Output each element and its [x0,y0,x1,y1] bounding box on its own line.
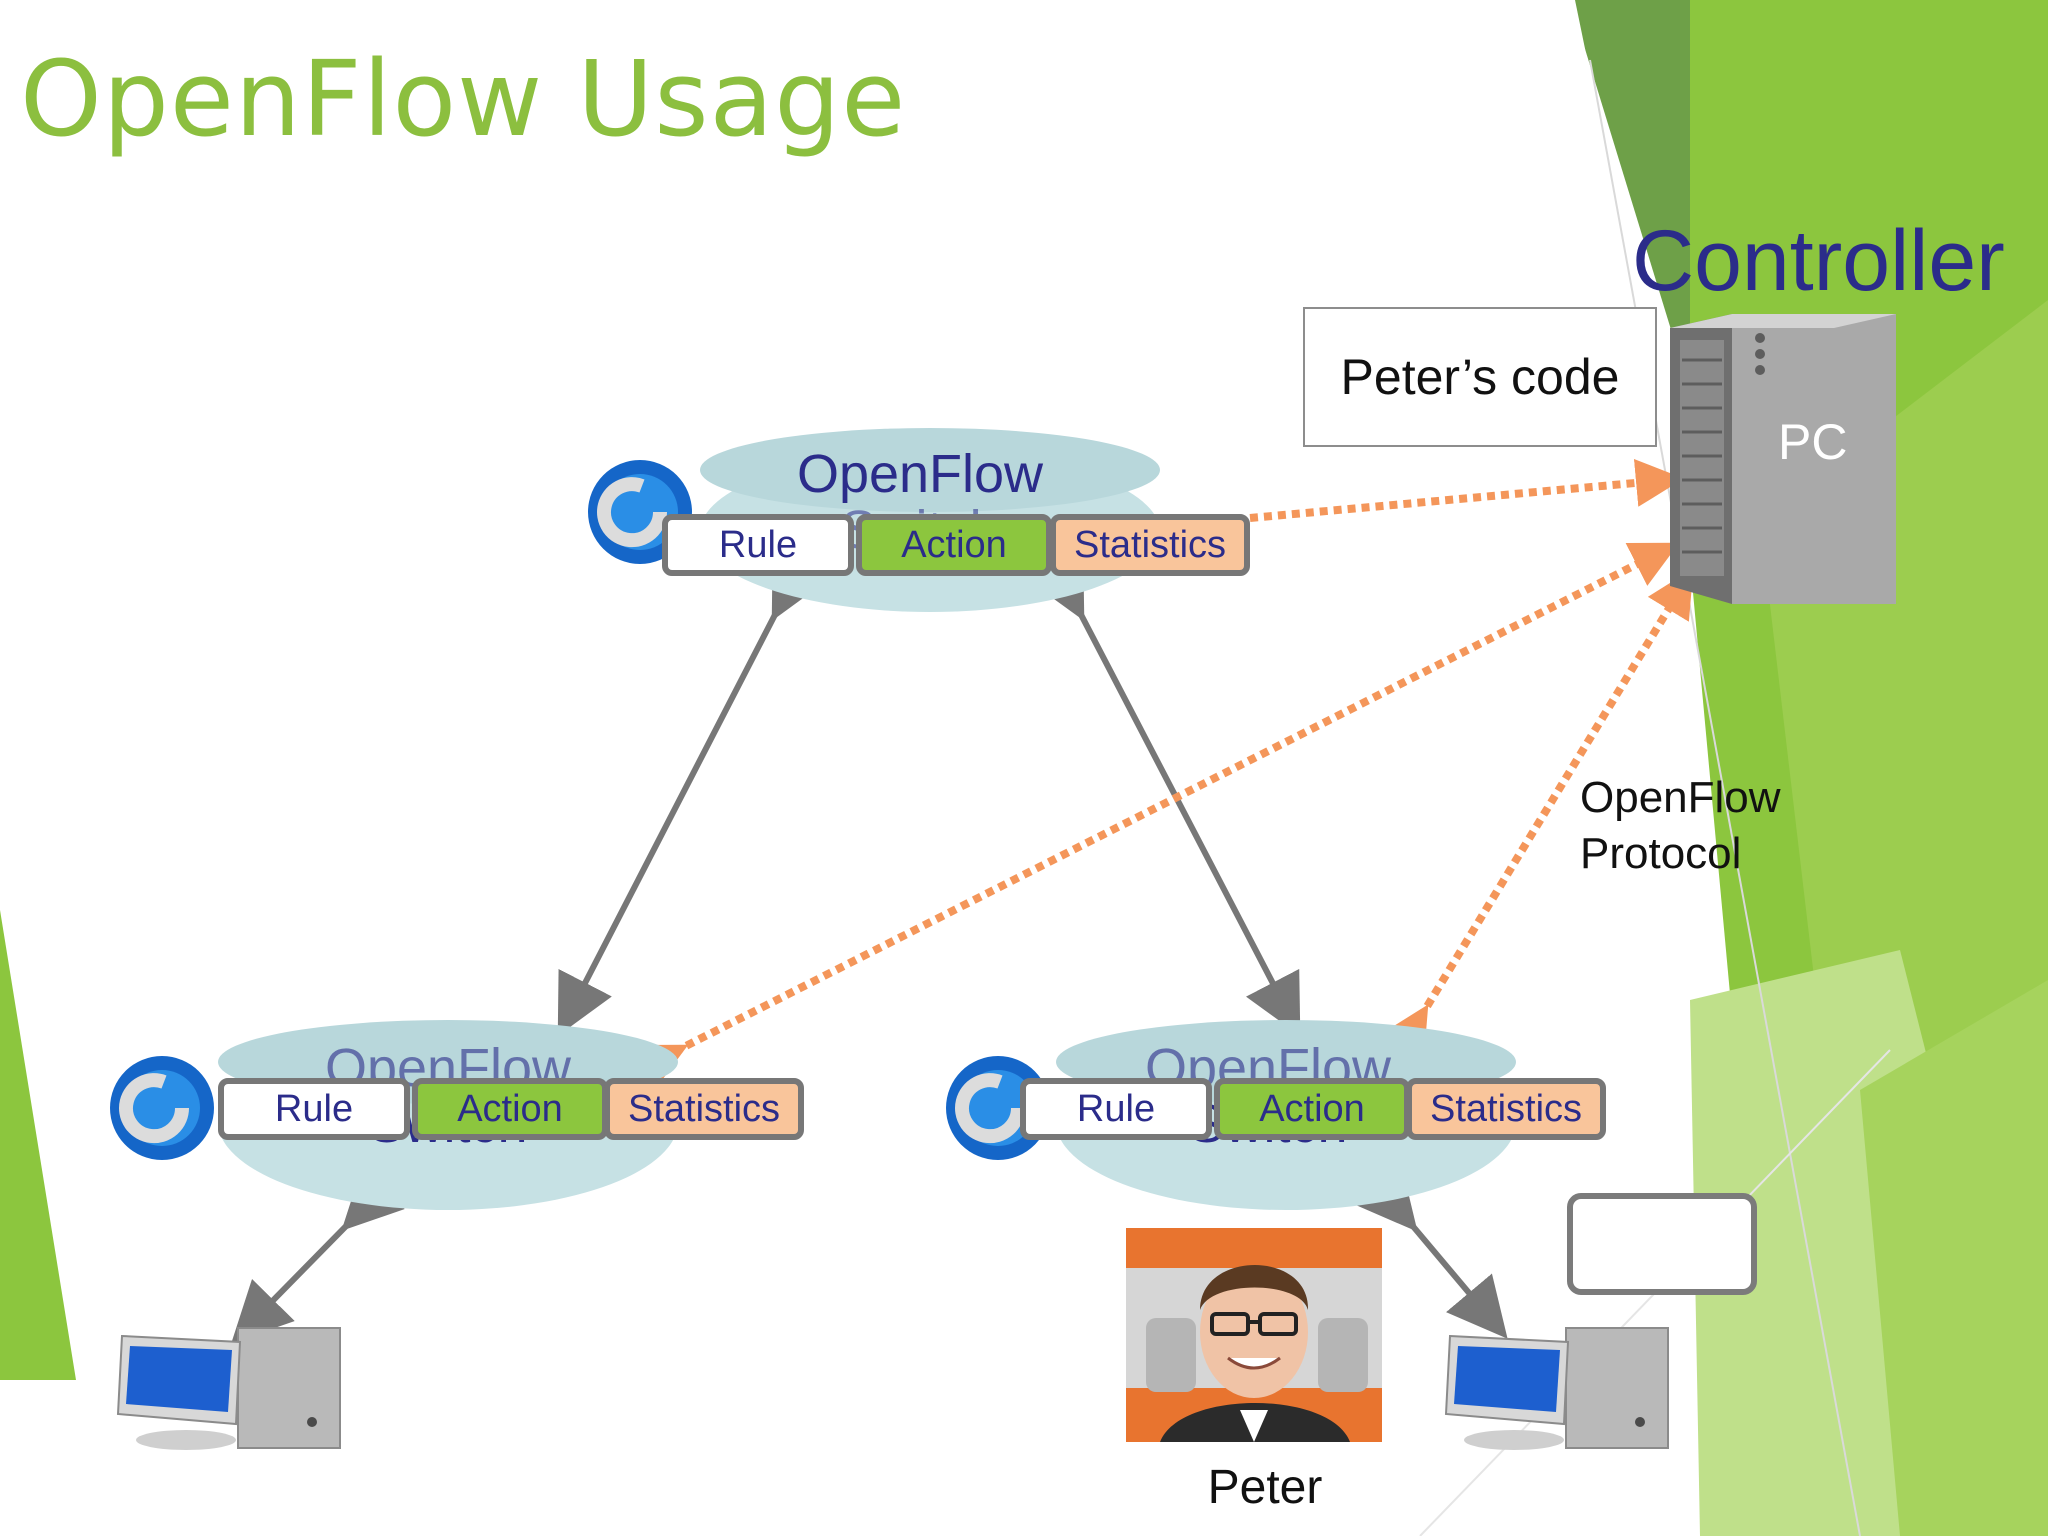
statistics-pill: Statistics [1406,1078,1606,1140]
statistics-pill: Statistics [604,1078,804,1140]
bg-shape-pale [1860,980,2048,1536]
bg-shape-left-wedge [0,910,76,1380]
person-photo [1126,1228,1382,1442]
action-pill: Action [1214,1078,1410,1140]
code-box: Peter’s code [1303,307,1657,447]
protocol-label: OpenFlow Protocol [1580,770,1781,882]
controller-label: Controller [1632,213,2005,309]
person-label: Peter [1207,1461,1323,1514]
action-pill: Action [856,514,1052,576]
empty-box [1567,1193,1757,1295]
rule-pill: Rule [662,514,854,576]
desktop-computer-icon [1444,1327,1669,1450]
switch-router-icon [110,1056,214,1160]
desktop-computer-icon [116,1327,341,1450]
switch-title: OpenFlow [796,444,1044,504]
rule-pill: Rule [218,1078,410,1140]
rule-pill: Rule [1020,1078,1212,1140]
slide-title: OpenFlow Usage [20,38,907,160]
protocol-label-line2: Protocol [1580,829,1742,878]
control-link-right [1382,568,1694,1058]
action-pill: Action [412,1078,608,1140]
server-tower-icon [1670,314,1896,604]
code-label: Peter’s code [1340,349,1620,405]
protocol-label-line1: OpenFlow [1580,773,1781,822]
pc-label: PC [1778,414,1848,470]
statistics-pill: Statistics [1050,514,1250,576]
bg-content-panel [0,0,1690,1536]
link-left-to-host [231,1167,405,1343]
link-right-to-host [1356,1166,1508,1339]
